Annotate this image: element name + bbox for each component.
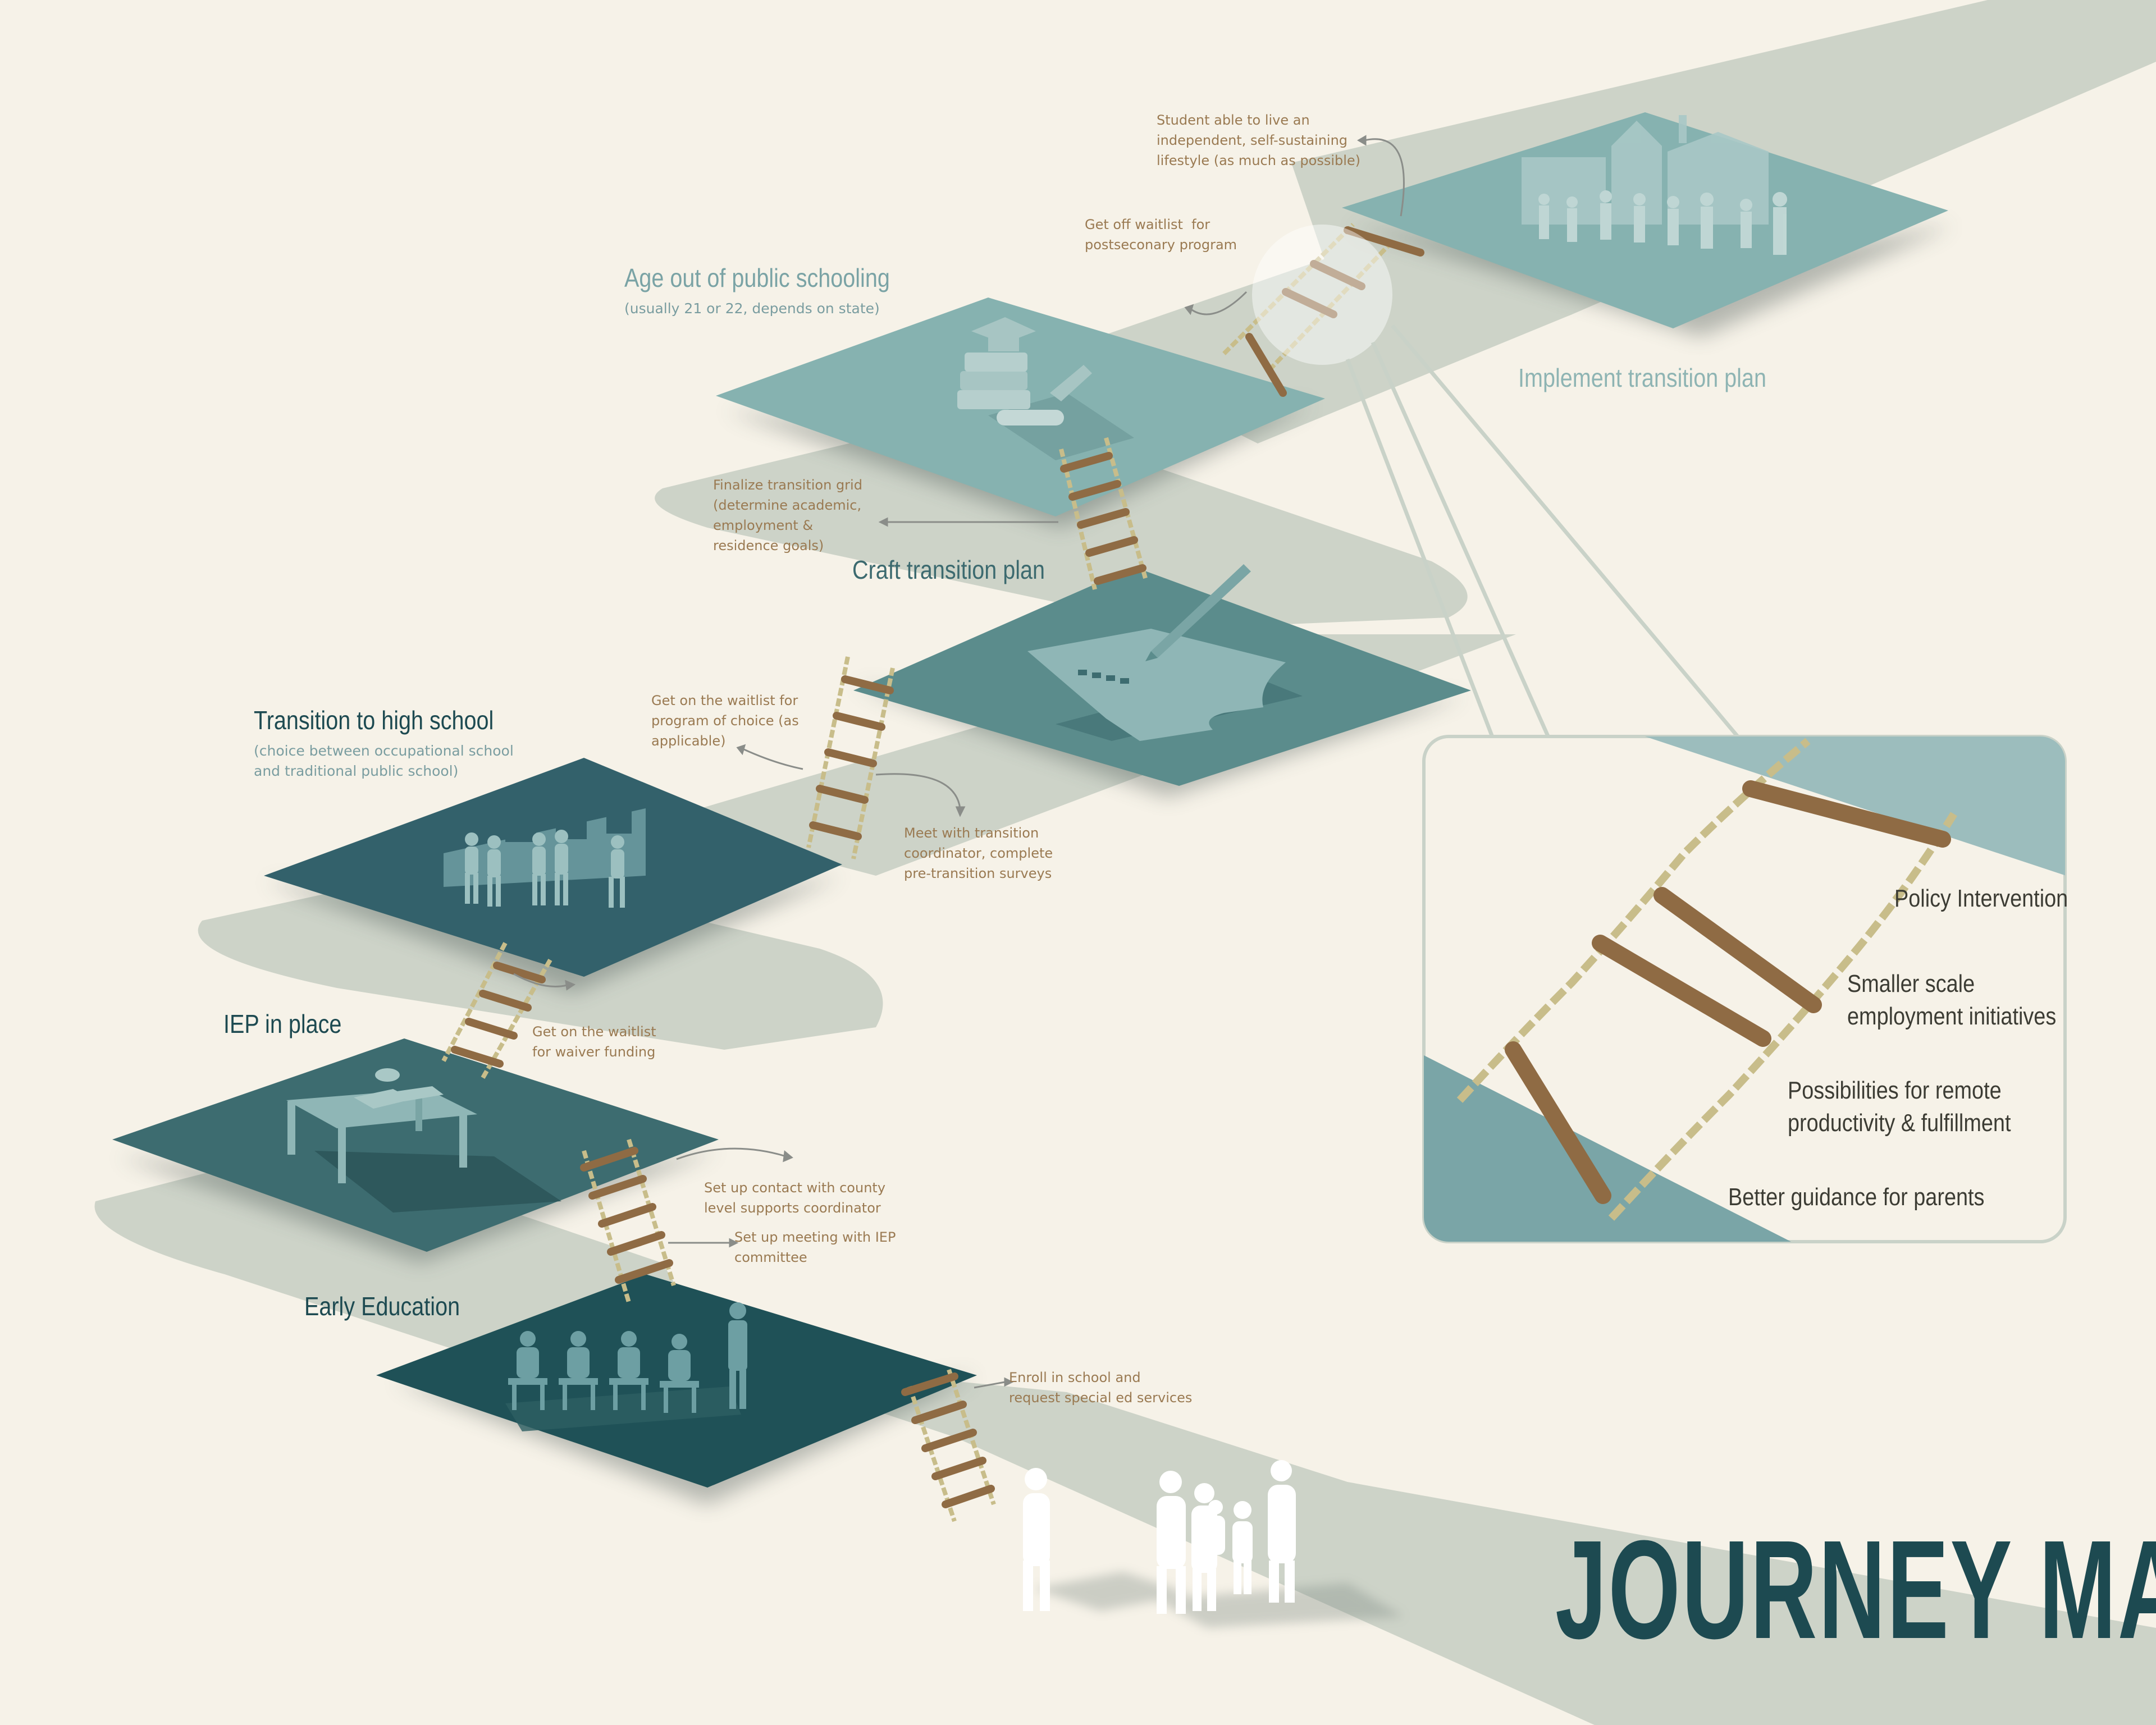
family-silhouettes-icon: [1023, 1460, 1404, 1628]
note-waiver-waitlist: Get on the waitlist for waiver funding: [532, 1024, 656, 1060]
plate-craft-plan: [853, 564, 1471, 786]
plate-implement: [1342, 112, 1948, 328]
note-independent-lifestyle: Student able to live an independent, sel…: [1157, 112, 1361, 168]
stage-title-age-out: Age out of public schooling: [624, 263, 890, 292]
note-county-contact: Set up contact with county level support…: [704, 1180, 886, 1216]
note-connectors: [513, 135, 1405, 1389]
stage-title-iep: IEP in place: [223, 1009, 342, 1038]
ladders: [441, 223, 1424, 1522]
note-transition-grid: Finalize transition grid (determine acad…: [713, 477, 862, 553]
desk-icon: [286, 1068, 561, 1212]
stage-title-implement: Implement transition plan: [1518, 363, 1766, 392]
inset-ladder: [1456, 738, 1957, 1221]
ladder: [901, 1369, 996, 1522]
plate-high-school: [264, 758, 842, 977]
school-students-icon: [444, 808, 646, 908]
stage-subtitle-age-out: (usually 21 or 22, depends on state): [624, 300, 880, 317]
ladder: [806, 656, 895, 859]
stage-title-high-school: Transition to high school: [254, 706, 494, 735]
classroom-icon: [505, 1302, 747, 1431]
town-people-icon: [1522, 115, 1787, 255]
inset-label-remote: Possibilities for remote productivity & …: [1788, 1077, 2011, 1137]
zoom-indicator: [1252, 225, 1742, 742]
stage-title-early-education: Early Education: [304, 1292, 460, 1321]
plate-iep: [112, 1038, 719, 1252]
inset-label-employment: Smaller scale employment initiatives: [1847, 970, 2057, 1030]
plate-age-out: [716, 298, 1325, 516]
diploma-books-icon: [957, 317, 1134, 460]
inset-label-parents: Better guidance for parents: [1728, 1183, 1985, 1211]
inset-panel: [1422, 735, 2067, 1243]
ladder: [1059, 437, 1148, 590]
note-program-waitlist: Get on the waitlist for program of choic…: [651, 693, 799, 749]
note-off-waitlist: Get off waitlist for postseconary progra…: [1085, 217, 1237, 253]
document-pen-icon: [1027, 564, 1303, 741]
note-transition-coordinator: Meet with transition coordinator, comple…: [904, 825, 1053, 881]
inset-label-policy: Policy Intervention: [1894, 885, 2068, 912]
note-enroll: Enroll in school and request special ed …: [1009, 1370, 1193, 1406]
ladder: [441, 942, 552, 1079]
main-title: JOURNEY MAP: [1555, 1511, 2156, 1668]
plate-early-education: [376, 1274, 977, 1488]
ladder: [580, 1138, 676, 1303]
stage-title-craft-plan: Craft transition plan: [852, 555, 1045, 584]
stage-subtitle-high-school: (choice between occupational school and …: [254, 743, 514, 779]
ladder: [1222, 223, 1424, 397]
note-iep-meeting: Set up meeting with IEP committee: [734, 1229, 896, 1265]
